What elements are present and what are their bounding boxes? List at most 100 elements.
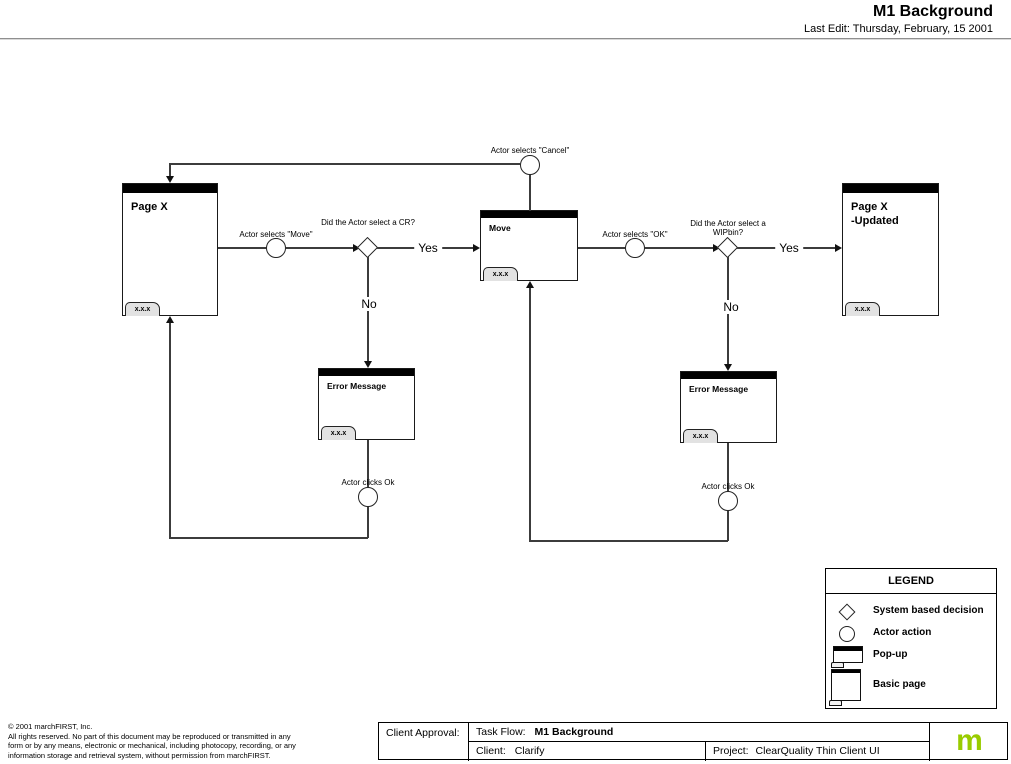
label-actor-clicks-ok-left: Actor clicks Ok bbox=[341, 478, 395, 487]
legend-item-label: Actor action bbox=[873, 627, 932, 638]
connector-error-right-down bbox=[727, 443, 729, 491]
connector-circle-to-cr-diamond bbox=[286, 247, 354, 249]
task-flow-cell: Task Flow: M1 Background bbox=[469, 723, 929, 742]
connector-left-return-up bbox=[169, 322, 171, 538]
node-title: Page X -Updated bbox=[851, 200, 899, 228]
label-actor-selects-ok: Actor selects "OK" bbox=[602, 230, 668, 239]
connector-move-to-ok-circle bbox=[578, 247, 625, 249]
popup-icon bbox=[831, 646, 863, 668]
page-title: M1 Background bbox=[872, 3, 993, 20]
popup-title-bar bbox=[481, 211, 577, 218]
decision-cr-diamond bbox=[356, 236, 379, 259]
decision-wipbin-diamond bbox=[716, 236, 739, 259]
arrowhead-into-page-x-bottom bbox=[166, 316, 174, 323]
actor-action-clicks-ok-right-circle bbox=[718, 491, 738, 511]
client-value: Clarify bbox=[514, 745, 545, 757]
label-yes-right: Yes bbox=[775, 241, 803, 255]
page-number-tab: x.x.x bbox=[125, 302, 160, 316]
copyright-line: © 2001 marchFIRST, Inc. bbox=[8, 722, 93, 731]
header-divider bbox=[0, 38, 1011, 40]
legend-box: LEGEND System based decision Actor actio… bbox=[825, 568, 997, 709]
node-title-line2: -Updated bbox=[851, 215, 899, 227]
node-title: Error Message bbox=[327, 381, 387, 391]
circle-icon bbox=[839, 626, 855, 642]
page-number-tab: x.x.x bbox=[845, 302, 880, 316]
node-title: Move bbox=[489, 223, 511, 233]
label-no-right: No bbox=[719, 300, 743, 314]
popup-title-bar bbox=[681, 372, 776, 379]
popup-icon-tab bbox=[831, 662, 844, 668]
project-cell: Project: ClearQuality Thin Client UI bbox=[706, 742, 929, 761]
copyright-line: All rights reserved. No part of this doc… bbox=[8, 731, 291, 741]
node-error-message-left: Error Message x.x.x bbox=[318, 368, 415, 440]
legend-item-label: Basic page bbox=[873, 679, 926, 690]
page-number-tab: x.x.x bbox=[683, 429, 718, 443]
actor-action-move-circle bbox=[266, 238, 286, 258]
connector-bottom-right-horizontal bbox=[529, 540, 728, 542]
connector-bottom-left-horizontal bbox=[169, 537, 368, 539]
arrowhead-into-page-x-top bbox=[166, 176, 174, 183]
actor-action-cancel-circle bbox=[520, 155, 540, 175]
node-page-x-updated: Page X -Updated x.x.x bbox=[842, 183, 939, 316]
arrowhead-into-error-left bbox=[364, 361, 372, 368]
connector-circle-to-wipbin-diamond bbox=[645, 247, 714, 249]
legend-item-label: System based decision bbox=[873, 605, 984, 616]
marchfirst-logo: m bbox=[929, 723, 1009, 761]
arrowhead-into-cr-diamond bbox=[353, 244, 360, 252]
task-flow-value: M1 Background bbox=[534, 726, 614, 738]
legend-title: LEGEND bbox=[826, 569, 996, 594]
connector-error-left-down bbox=[367, 440, 369, 487]
popup-title-bar bbox=[319, 369, 414, 376]
connector-pagex-to-move-circle bbox=[218, 247, 266, 249]
copyright-line: form or by any means, electronic or mech… bbox=[8, 741, 296, 750]
node-error-message-right: Error Message x.x.x bbox=[680, 371, 777, 443]
connector-clicks-ok-left-down bbox=[367, 507, 369, 538]
basic-page-icon-bar bbox=[832, 670, 860, 673]
arrowhead-into-move-bottom bbox=[526, 281, 534, 288]
page-title-bar bbox=[843, 184, 938, 193]
node-title: Page X bbox=[131, 201, 168, 213]
label-yes-left: Yes bbox=[414, 241, 442, 255]
basic-page-icon bbox=[829, 669, 861, 706]
last-edit-date: Last Edit: Thursday, February, 15 2001 bbox=[804, 23, 993, 35]
task-flow-label: Task Flow: bbox=[476, 726, 526, 738]
client-label: Client: bbox=[476, 745, 506, 757]
label-wipbin-question-line2: WIPbin? bbox=[712, 228, 744, 237]
arrowhead-into-move bbox=[473, 244, 480, 252]
arrowhead-into-error-right bbox=[724, 364, 732, 371]
label-actor-clicks-ok-right: Actor clicks Ok bbox=[701, 482, 755, 491]
label-no-left: No bbox=[357, 297, 381, 311]
actor-action-ok-circle bbox=[625, 238, 645, 258]
label-wipbin-question-line1: Did the Actor select a bbox=[690, 219, 766, 228]
basic-page-icon-tab bbox=[829, 700, 842, 706]
node-title-line1: Page X bbox=[851, 201, 888, 213]
popup-icon-bar bbox=[834, 647, 862, 651]
project-label: Project: bbox=[713, 745, 749, 757]
project-value: ClearQuality Thin Client UI bbox=[755, 745, 880, 757]
label-actor-selects-move: Actor selects "Move" bbox=[239, 230, 313, 239]
label-actor-selects-cancel: Actor selects "Cancel" bbox=[490, 146, 570, 155]
diamond-icon bbox=[838, 603, 856, 621]
connector-cancel-down bbox=[169, 164, 171, 177]
copyright-line: information storage and retrieval system… bbox=[8, 750, 271, 760]
copyright-text: © 2001 marchFIRST, Inc. All rights reser… bbox=[8, 722, 296, 760]
page-number-tab: x.x.x bbox=[321, 426, 356, 440]
label-cr-question: Did the Actor select a CR? bbox=[321, 218, 415, 227]
client-approval-cell: Client Approval: bbox=[379, 723, 469, 761]
actor-action-clicks-ok-left-circle bbox=[358, 487, 378, 507]
arrowhead-into-page-x-updated bbox=[835, 244, 842, 252]
page-title-bar bbox=[123, 184, 217, 193]
connector-right-return-up bbox=[529, 287, 531, 540]
page-number-tab: x.x.x bbox=[483, 267, 518, 281]
approval-table: Client Approval: Task Flow: M1 Backgroun… bbox=[378, 722, 1009, 761]
label-wipbin-question: Did the Actor select a WIPbin? bbox=[690, 219, 766, 237]
legend-item-label: Pop-up bbox=[873, 649, 908, 660]
connector-cancel-horizontal bbox=[169, 163, 520, 165]
client-cell: Client: Clarify bbox=[469, 742, 706, 761]
connector-clicks-ok-right-down bbox=[727, 511, 729, 541]
node-page-x: Page X x.x.x bbox=[122, 183, 218, 316]
node-title: Error Message bbox=[689, 384, 749, 394]
node-move-popup: Move x.x.x bbox=[480, 210, 578, 281]
arrowhead-into-wipbin-diamond bbox=[713, 244, 720, 252]
